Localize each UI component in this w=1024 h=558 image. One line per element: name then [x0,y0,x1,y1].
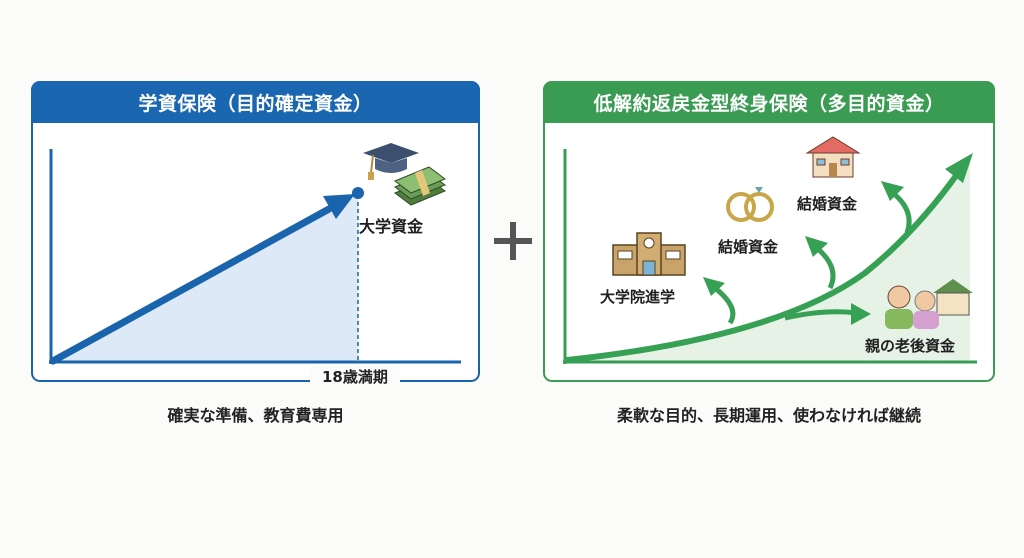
education-insurance-panel: 学資保険（目的確定資金） 大学資金 [31,81,480,382]
maturity-label: 18歳満期 [310,366,400,387]
linear-growth-chart [49,143,461,365]
school-building-icon [612,232,686,276]
house-icon [805,136,861,178]
branch-label-marriage-2: 結婚資金 [797,195,858,213]
whole-life-insurance-title: 低解約返戻金型終身保険（多目的資金） [543,81,995,123]
money-stack-icon [393,166,447,206]
multi-purpose-growth-chart [563,136,977,364]
whole-life-insurance-panel: 低解約返戻金型終身保険（多目的資金） [543,81,995,382]
branch-label-marriage-1: 結婚資金 [718,238,779,256]
plus-icon [494,222,532,260]
education-insurance-caption: 確実な準備、教育費専用 [167,406,344,425]
graduation-cap-icon [363,143,419,180]
wedding-rings-icon [726,187,774,222]
education-insurance-title: 学資保険（目的確定資金） [31,81,480,123]
whole-life-insurance-caption: 柔軟な目的、長期運用、使わなければ継続 [616,406,921,425]
branch-label-grad-school: 大学院進学 [600,288,676,306]
elderly-parents-icon [885,279,973,329]
branch-label-parents-retirement: 親の老後資金 [865,337,956,355]
college-fund-label: 大学資金 [359,217,424,236]
